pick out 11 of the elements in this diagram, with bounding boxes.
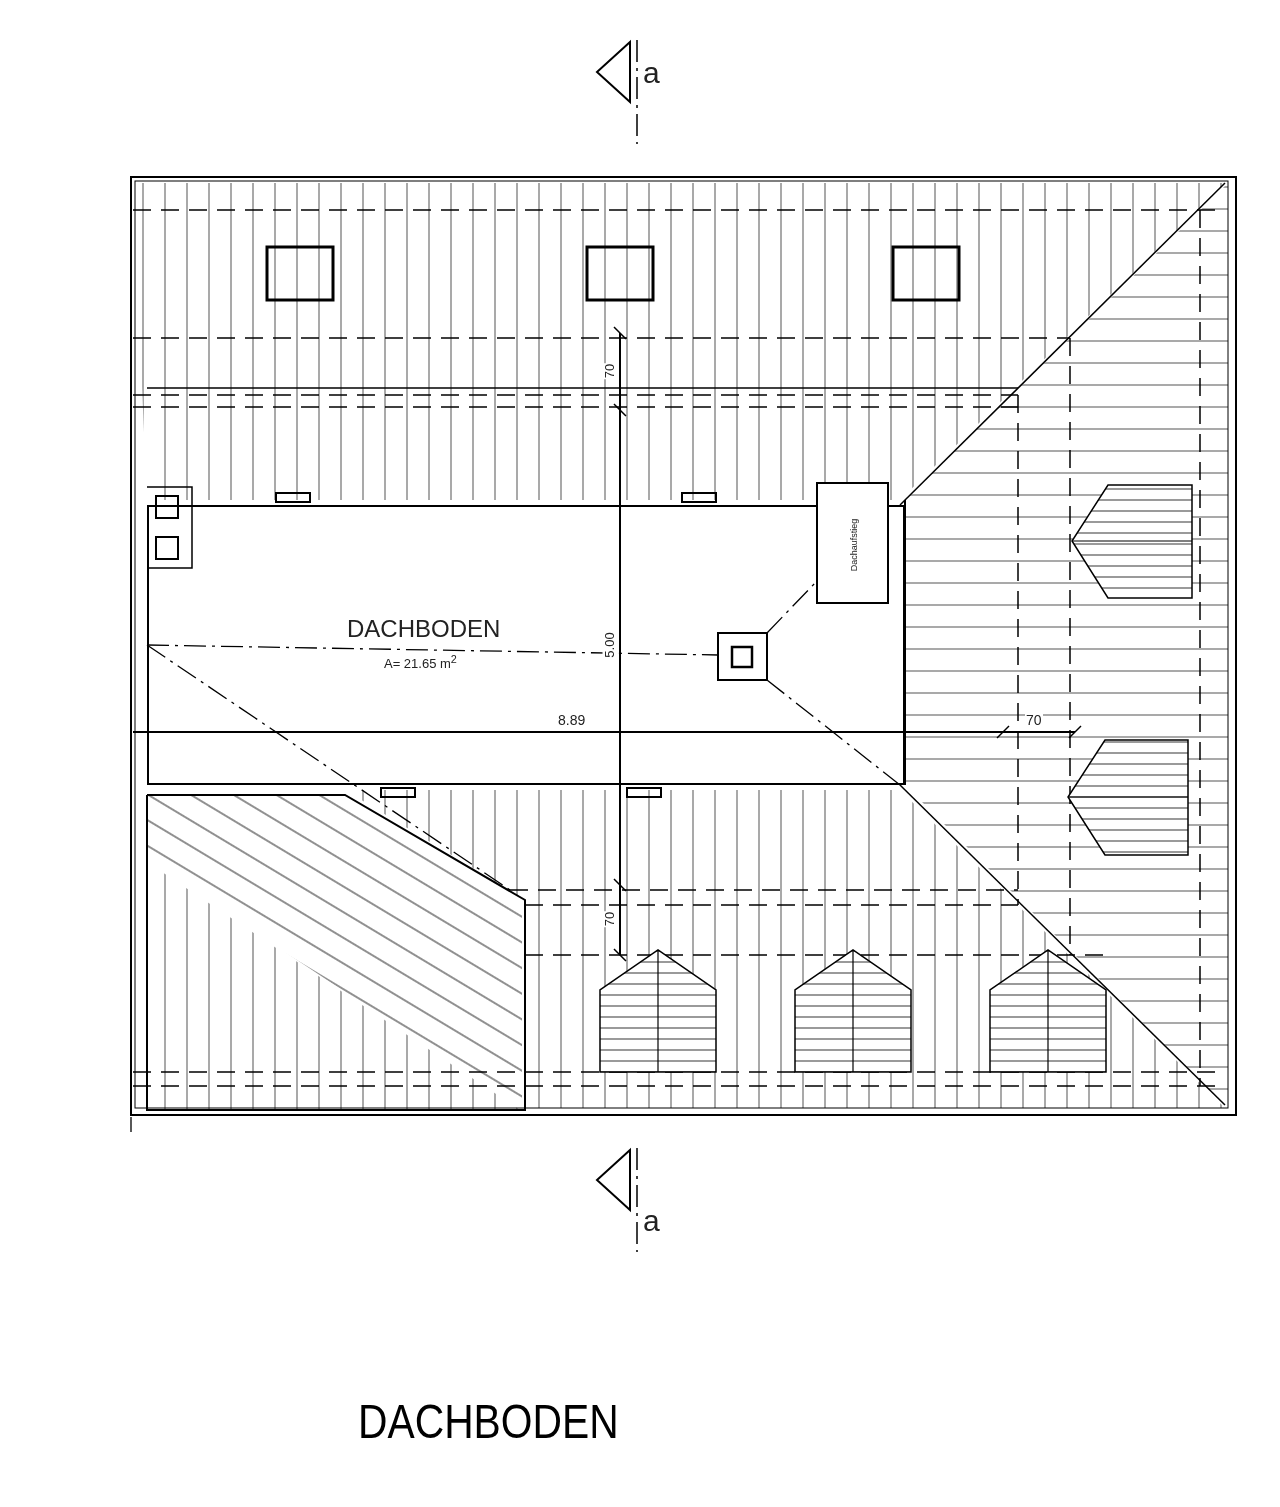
section-letter: a: [643, 1206, 660, 1236]
area-label: A= 21.65 m$^{2}$: [384, 654, 457, 671]
dimension-label: 8.89: [557, 713, 587, 727]
room-outline: [147, 505, 905, 785]
room-name: DACHBODEN: [347, 617, 501, 641]
drawing-title: DACHBODEN: [358, 1398, 619, 1446]
stair-label: Dachaufstieg: [849, 518, 859, 572]
stair-access-box: [816, 482, 889, 604]
dimension-label: 70: [1025, 713, 1043, 727]
dimension-label: 5.00: [602, 631, 616, 659]
section-letter: a: [643, 58, 660, 88]
